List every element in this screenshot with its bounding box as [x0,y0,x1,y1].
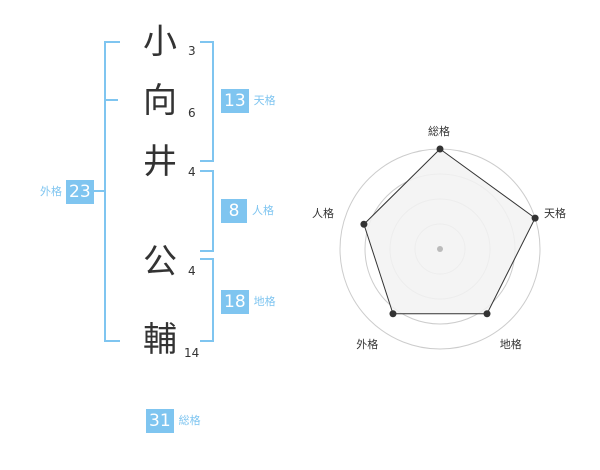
name-char-5: 輔 [143,320,177,360]
name-char-4: 公 [143,242,177,282]
chikaku-bracket [200,258,214,342]
tenkaku-bracket [200,41,214,162]
radar-point-3 [483,310,491,318]
gaikaku-bracket-tick-2 [88,190,104,192]
stroke-count-5: 14 [184,346,200,360]
name-char-3: 井 [143,142,177,182]
chikaku-label: 地格 [253,295,276,308]
stroke-count-2: 6 [188,106,196,120]
gaikaku-bracket-tick [104,99,118,101]
radar-axis-label-1: 総格 [428,125,450,138]
radar-center-dot [437,246,443,252]
tenkaku-value: 13 [221,89,249,113]
jinkaku-label: 人格 [252,204,274,217]
jinkaku-value: 8 [221,199,247,223]
name-char-1: 小 [143,22,177,62]
radar-point-4 [389,310,397,318]
chikaku-score: 18 地格 [221,290,276,314]
radar-axis-label-3: 地格 [499,338,522,352]
soukaku-value: 31 [146,409,174,433]
soukaku-score: 31 総格 [146,409,201,433]
radar-point-5 [360,220,368,228]
tenkaku-label: 天格 [253,94,276,107]
gaikaku-label: 外格 [40,185,62,198]
radar-point-2 [531,214,539,222]
gaikaku-bracket [104,41,120,342]
radar-point-1 [436,145,444,153]
gaikaku-score: 外格 23 [40,180,94,204]
jinkaku-bracket [200,170,214,252]
jinkaku-score: 8 人格 [221,199,274,223]
radar-axis-label-5: 人格 [311,206,334,220]
chikaku-value: 18 [221,290,249,314]
name-diagram: 小 3 向 6 井 4 公 4 輔 14 13 天格 8 人格 18 地格 外格… [40,22,276,433]
stroke-count-4: 4 [188,264,196,278]
radar-chart: 総格天格地格 外格 人格 [300,100,590,400]
soukaku-label: 総格 [178,414,201,427]
radar-svg [339,145,541,350]
gaikaku-value: 23 [66,180,94,204]
radar-axis-label-4: 外格 [356,338,379,352]
stroke-count-1: 3 [188,44,196,58]
stroke-count-3: 4 [188,165,196,179]
name-char-2: 向 [143,81,177,121]
tenkaku-score: 13 天格 [221,89,276,113]
radar-axis-label-2: 天格 [544,206,567,220]
radar-polygon [363,148,536,315]
